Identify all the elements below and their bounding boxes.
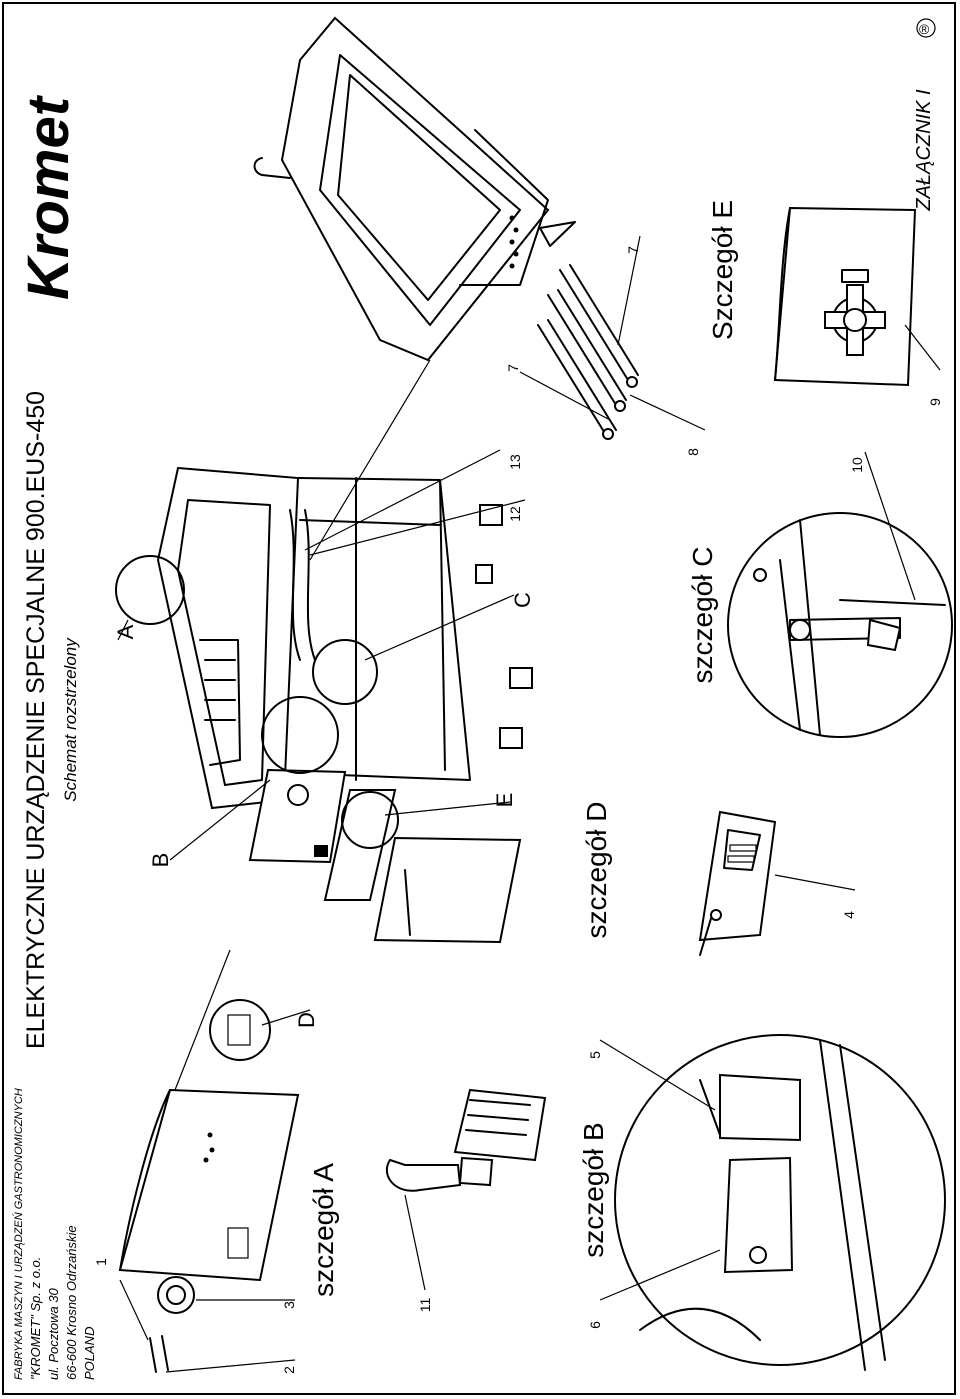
detail-e-illustration [773, 206, 917, 387]
screws [149, 1335, 169, 1373]
part-number-7a: 7 [505, 364, 521, 372]
part-number-9: 9 [927, 398, 943, 406]
callout-a: A [113, 624, 138, 639]
address-line-2: "KROMET" Sp. z o.o. [28, 1257, 43, 1380]
address-line-3: ul. Pocztowa 30 [46, 1287, 61, 1380]
part-number-7b: 7 [625, 246, 641, 254]
registered-mark-text: ® [919, 21, 930, 37]
leader-lines [117, 235, 941, 1373]
svg-text:ELEKTRYCZNE URZĄDZENIE SPECJAL: ELEKTRYCZNE URZĄDZENIE SPECJALNE 900.EUS… [22, 391, 50, 1049]
detail-c-illustration [727, 512, 953, 738]
callout-e: E [492, 793, 517, 808]
part-number-3: 3 [281, 1301, 297, 1309]
part-number-12: 12 [507, 506, 523, 522]
detail-b-illustration [614, 1034, 946, 1371]
svg-text:Schemat rozstrzelony: Schemat rozstrzelony [61, 637, 80, 802]
svg-text:ZAŁĄCZNIK I: ZAŁĄCZNIK I [913, 89, 935, 212]
part-number-11: 11 [417, 1298, 433, 1313]
part-number-4: 4 [841, 911, 857, 919]
part-number-13: 13 [507, 454, 523, 470]
part-numbers: 1 2 3 4 5 6 7 7 8 9 10 11 12 13 [93, 246, 943, 1374]
title: ELEKTRYCZNE URZĄDZENIE SPECJALNE 900.EUS… [22, 391, 50, 1049]
subtitle: Schemat rozstrzelony [61, 637, 80, 802]
detail-d-label: szczegół D [581, 802, 612, 939]
heating-elements [537, 264, 639, 440]
part-number-6: 6 [587, 1321, 603, 1329]
callout-d: D [294, 1012, 319, 1028]
part-number-1: 1 [93, 1258, 109, 1266]
logo-text: Kromet [16, 94, 81, 300]
main-unit-illustration [156, 466, 533, 864]
detail-b-label: szczegół B [578, 1122, 609, 1257]
detail-callout-circles [115, 555, 399, 849]
detail-e-label: Szczegół E [707, 200, 738, 340]
address-line-4: 66-600 Krosno Odrzańskie [64, 1225, 79, 1380]
callout-b: B [148, 853, 173, 868]
detail-a-label: szczegół A [308, 1163, 339, 1297]
detail-d-illustration [698, 810, 777, 956]
part-number-2: 2 [281, 1366, 297, 1374]
handle-illustration [385, 1088, 547, 1192]
part-number-5: 5 [587, 1051, 603, 1059]
basin-illustration [253, 16, 576, 362]
detail-c-label: szczegół C [687, 547, 718, 684]
address-block: FABRYKA MASZYN I URZĄDZEŃ GASTRONOMICZNY… [12, 1088, 97, 1380]
address-line-1: FABRYKA MASZYN I URZĄDZEŃ GASTRONOMICZNY… [12, 1088, 25, 1380]
detail-a-illustration [118, 1088, 300, 1314]
part-number-8: 8 [685, 448, 701, 456]
detail-d-callout [209, 999, 271, 1061]
side-panels [323, 789, 522, 944]
annex-label: ZAŁĄCZNIK I [913, 89, 935, 212]
address-line-5: POLAND [82, 1327, 97, 1380]
part-number-10: 10 [849, 457, 865, 473]
registered-mark: ® [916, 18, 936, 38]
kromet-logo: Kromet [16, 94, 81, 300]
callout-c: C [510, 592, 535, 608]
